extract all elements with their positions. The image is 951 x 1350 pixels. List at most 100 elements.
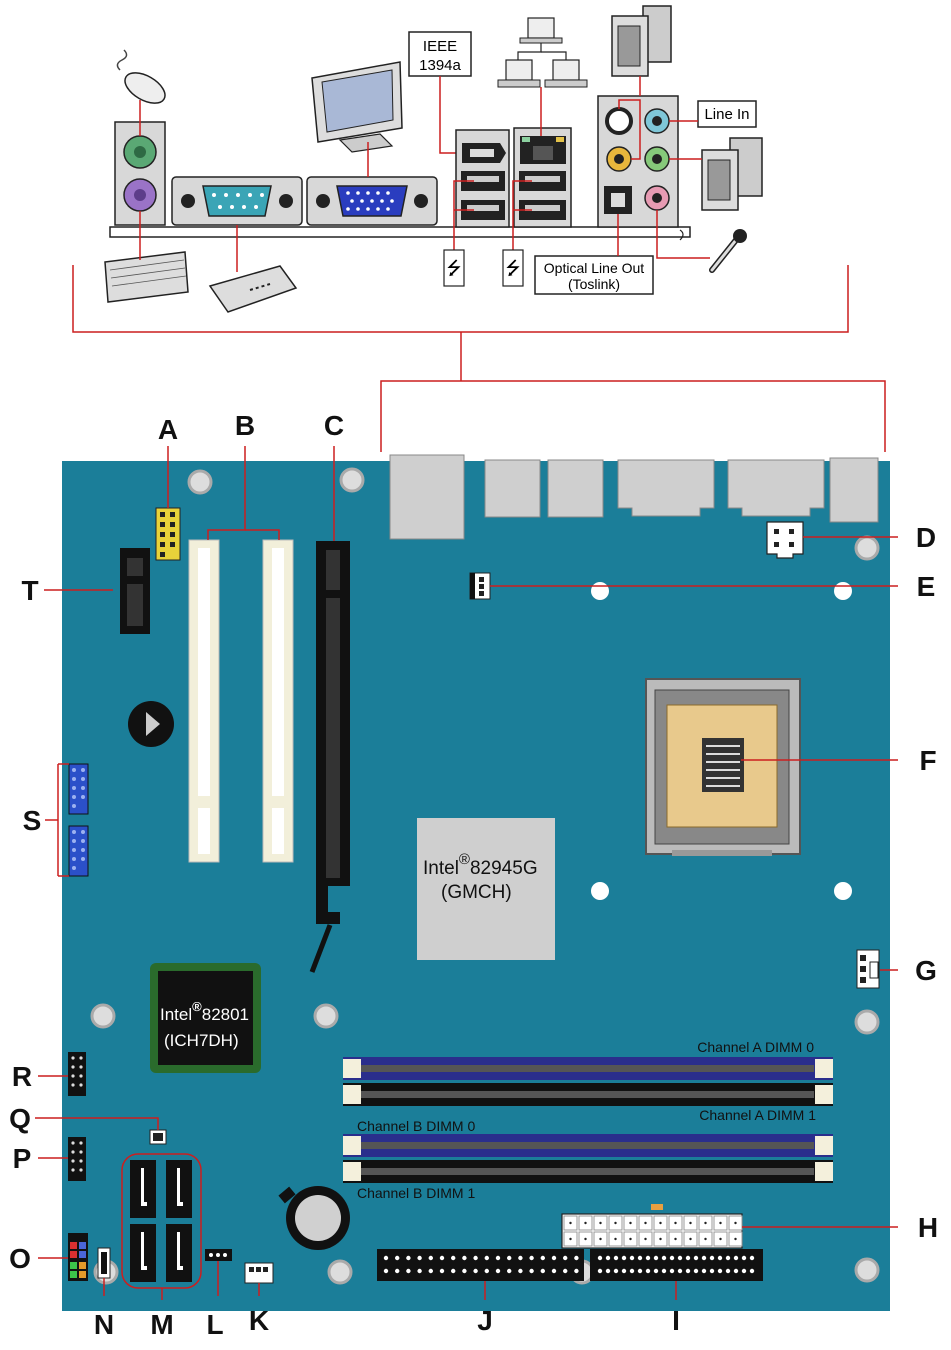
ide-i-pin	[693, 1255, 699, 1261]
power-pin	[734, 1237, 737, 1241]
ide-i-pin	[645, 1268, 651, 1274]
line-in-label-box	[697, 100, 757, 128]
ide-i-pin	[685, 1255, 691, 1261]
ide-i-pin	[621, 1268, 627, 1274]
callout-n: N	[94, 1309, 114, 1340]
power-pin	[599, 1237, 602, 1241]
microphone-icon	[709, 229, 747, 273]
pcie-x16-slot	[309, 541, 350, 973]
ide-i-pin	[749, 1268, 755, 1274]
header-p	[68, 1137, 86, 1181]
network-icon	[497, 17, 588, 88]
callout-m: M	[150, 1309, 173, 1340]
ide-j-pin	[551, 1268, 557, 1274]
usb-icon-box-2	[502, 249, 524, 287]
ide-j-pin	[428, 1255, 433, 1261]
ide-j-pin	[417, 1268, 422, 1274]
ich-chip: Intel®82801 (ICH7DH)	[150, 963, 261, 1073]
power-pin	[629, 1221, 632, 1225]
power-pin	[569, 1237, 572, 1241]
ich-model: 82801	[202, 1005, 249, 1024]
power-pin	[599, 1221, 602, 1225]
monitor-icon	[311, 61, 403, 153]
ieee-label-line2: 1394a	[419, 57, 461, 74]
audio-rear-port	[605, 107, 633, 135]
ide-j-pin	[439, 1268, 445, 1274]
ide-j-pin	[439, 1255, 445, 1261]
header-a	[155, 507, 181, 561]
ide-j-pin	[383, 1255, 389, 1261]
ide-j-pin	[395, 1255, 400, 1261]
power-pin	[674, 1221, 677, 1225]
callout-d: D	[916, 522, 936, 553]
power-pin	[704, 1221, 707, 1225]
ide-j-pin	[473, 1268, 478, 1274]
leader-lines	[35, 446, 898, 1300]
ide-j-pin	[428, 1268, 433, 1274]
ide-j-pin	[507, 1255, 512, 1261]
ide-j-pin	[574, 1255, 579, 1261]
front-panel-header-o	[68, 1233, 88, 1281]
speakers-icon-right	[701, 137, 763, 211]
usb-icon-box-1	[443, 249, 465, 287]
callout-b: B	[235, 410, 255, 441]
mouse-icon	[116, 49, 166, 104]
power-pin	[719, 1221, 722, 1225]
ide-j-pin	[518, 1268, 523, 1274]
ide-j-pin	[529, 1268, 534, 1274]
ide-i-pin	[701, 1255, 707, 1261]
pci-slots	[188, 539, 294, 863]
power-pin	[674, 1237, 677, 1241]
ide-i-pin	[653, 1255, 659, 1261]
ide-connector-i	[590, 1249, 763, 1281]
dimm-b0-label: Channel B DIMM 0	[357, 1118, 475, 1134]
ide-j-pin	[495, 1268, 501, 1274]
optical-label-line1: Optical Line Out	[544, 260, 644, 276]
callout-f: F	[919, 745, 936, 776]
ich-reg: ®	[192, 999, 202, 1014]
ide-j-pin	[484, 1268, 489, 1274]
ich-brand: Intel	[160, 1005, 192, 1024]
ide-i-pin	[677, 1268, 683, 1274]
ide-i-pin	[717, 1255, 723, 1261]
power-connector-d	[766, 521, 804, 559]
ide-i-pin	[613, 1255, 619, 1261]
svg-text:Intel®82945G: Intel®82945G	[423, 851, 538, 879]
callout-i: I	[672, 1305, 680, 1336]
ide-j-pin	[495, 1255, 501, 1261]
header-n	[97, 1247, 111, 1279]
ide-i-pin	[621, 1255, 627, 1261]
ide-i-pin	[637, 1255, 643, 1261]
keyboard-icon	[104, 251, 189, 303]
cpu-socket	[645, 678, 801, 856]
ide-j-pin	[451, 1255, 456, 1261]
callout-p: P	[13, 1143, 32, 1174]
power-pin	[704, 1237, 707, 1241]
power-pin	[584, 1221, 587, 1225]
back-panel-bracket	[72, 265, 886, 452]
header-r	[68, 1052, 86, 1096]
callout-t: T	[21, 575, 38, 606]
ide-i-pin	[741, 1268, 747, 1274]
ide-i-pin	[629, 1268, 635, 1274]
callout-j: J	[477, 1305, 493, 1336]
gmch-reg: ®	[459, 851, 470, 868]
ide-j-pin	[462, 1255, 467, 1261]
power-pin	[734, 1221, 737, 1225]
callout-r: R	[12, 1061, 32, 1092]
ide-i-pin	[749, 1255, 755, 1261]
usb-headers-s	[68, 763, 89, 877]
battery	[278, 1186, 350, 1250]
ide-j-pin	[451, 1268, 456, 1274]
dimm-slots: Channel A DIMM 0 Channel A DIMM 1 Channe…	[343, 1039, 833, 1201]
gmch-model: 82945G	[470, 858, 538, 879]
callout-a: A	[158, 414, 178, 445]
power-pin	[659, 1221, 662, 1225]
ide-i-pin	[685, 1268, 691, 1274]
gmch-label: (GMCH)	[441, 882, 512, 903]
connector-g	[856, 949, 880, 989]
power-pin	[689, 1221, 692, 1225]
ide-j-pin	[406, 1255, 411, 1261]
ide-i-pin	[645, 1255, 651, 1261]
